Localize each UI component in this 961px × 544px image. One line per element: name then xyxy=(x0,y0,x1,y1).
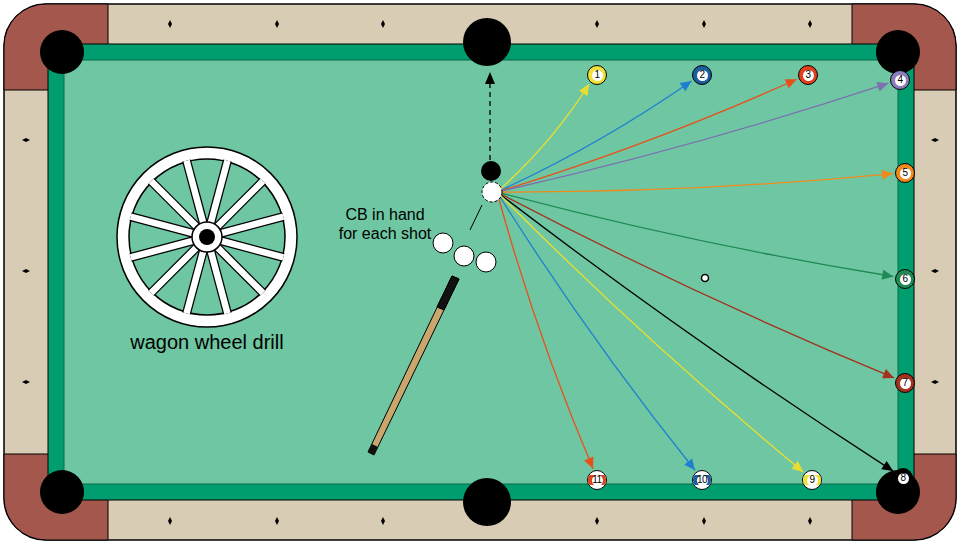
shot-arrow xyxy=(497,192,893,276)
ball-number: 1 xyxy=(592,70,603,81)
pool-ball: 2 xyxy=(692,65,712,85)
ball-number: 7 xyxy=(900,378,911,389)
arrow-head xyxy=(579,84,589,96)
shot-arrow xyxy=(497,81,692,192)
shot-arrow xyxy=(497,192,893,471)
arrow-head xyxy=(881,461,893,471)
arrow-head xyxy=(882,170,893,180)
pool-ball: 6 xyxy=(895,269,915,289)
ball-number: 11 xyxy=(592,475,603,486)
shot-arrow xyxy=(497,84,589,192)
shot-arrow xyxy=(497,83,888,192)
ball-number: 2 xyxy=(697,70,708,81)
pool-ball: 11 xyxy=(587,470,607,490)
ball-number: 5 xyxy=(900,168,911,179)
ball-number: 10 xyxy=(697,475,708,486)
ball-number: 8 xyxy=(898,473,909,484)
pool-ball: 5 xyxy=(895,163,915,183)
shot-arrow xyxy=(497,174,893,192)
ball-number: 9 xyxy=(807,475,818,486)
arrow-head xyxy=(785,79,797,88)
arrow-head xyxy=(584,457,593,469)
pool-ball: 3 xyxy=(798,65,818,85)
pool-ball: 1 xyxy=(587,65,607,85)
shot-arrow xyxy=(497,192,593,469)
drill-title: wagon wheel drill xyxy=(92,330,322,354)
arrow-head xyxy=(876,82,888,91)
wagon-wheel xyxy=(117,147,297,327)
pool-ball: 8 xyxy=(893,468,913,488)
ball-number: 4 xyxy=(895,75,906,86)
shot-arrow xyxy=(497,192,894,378)
pool-ball: 10 xyxy=(692,470,712,490)
arrow-head xyxy=(882,369,894,378)
shot-arrow xyxy=(497,79,797,192)
note-label: CB in hand for each shot xyxy=(336,205,434,243)
pool-ball: 9 xyxy=(802,470,822,490)
arrow-head xyxy=(680,81,692,91)
arrow-head xyxy=(791,461,803,472)
shot-arrow xyxy=(497,192,803,472)
arrow-head xyxy=(882,270,894,280)
pool-ball: 4 xyxy=(890,70,910,90)
ball-number: 6 xyxy=(900,274,911,285)
pool-ball: 7 xyxy=(895,373,915,393)
ball-number: 3 xyxy=(803,70,814,81)
shot-arrow xyxy=(497,192,695,470)
arrow-head xyxy=(684,459,695,471)
